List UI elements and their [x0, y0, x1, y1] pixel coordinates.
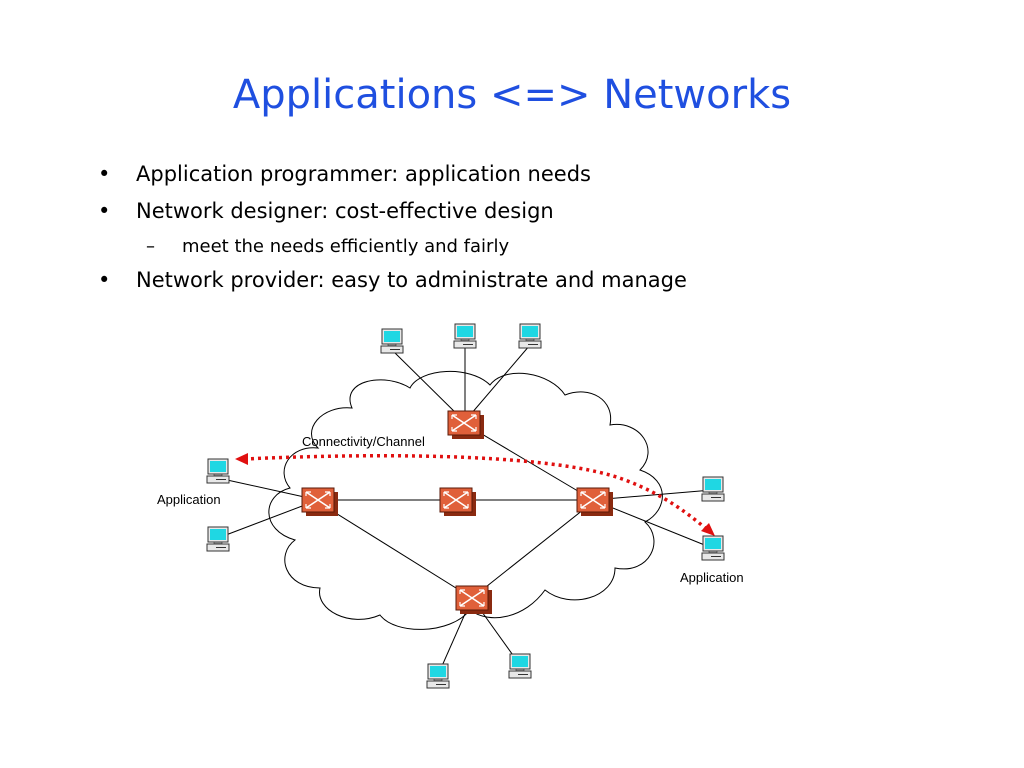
arrowhead-icon — [235, 453, 248, 465]
router-icon — [455, 585, 493, 615]
computer-icon — [426, 663, 450, 689]
bullet-text: Network designer: cost-effective design — [136, 199, 554, 223]
router-icon — [576, 487, 614, 517]
router-icon — [447, 410, 485, 440]
slide-title: Applications <=> Networks — [232, 72, 792, 118]
computer-icon — [508, 653, 532, 679]
computer-icon — [380, 328, 404, 354]
router-icon — [301, 487, 339, 517]
application-path — [243, 453, 712, 534]
arrowhead-icon — [701, 523, 715, 536]
bullet-text: Application programmer: application need… — [136, 162, 591, 186]
sub-bullet-text: meet the needs efficiently and fairly — [182, 236, 510, 257]
computer-icon — [453, 323, 477, 349]
network-links — [217, 344, 713, 676]
application-label: Application — [157, 492, 221, 507]
application-label: Application — [680, 570, 744, 585]
computer-icon — [701, 535, 725, 561]
computer-icon — [206, 526, 230, 552]
channel-label: Connectivity/Channel — [302, 434, 425, 449]
computer-icon — [701, 476, 725, 502]
router-icon — [439, 487, 477, 517]
bullet-text: Network provider: easy to administrate a… — [136, 268, 687, 292]
computer-icon — [518, 323, 542, 349]
computer-icon — [206, 458, 230, 484]
